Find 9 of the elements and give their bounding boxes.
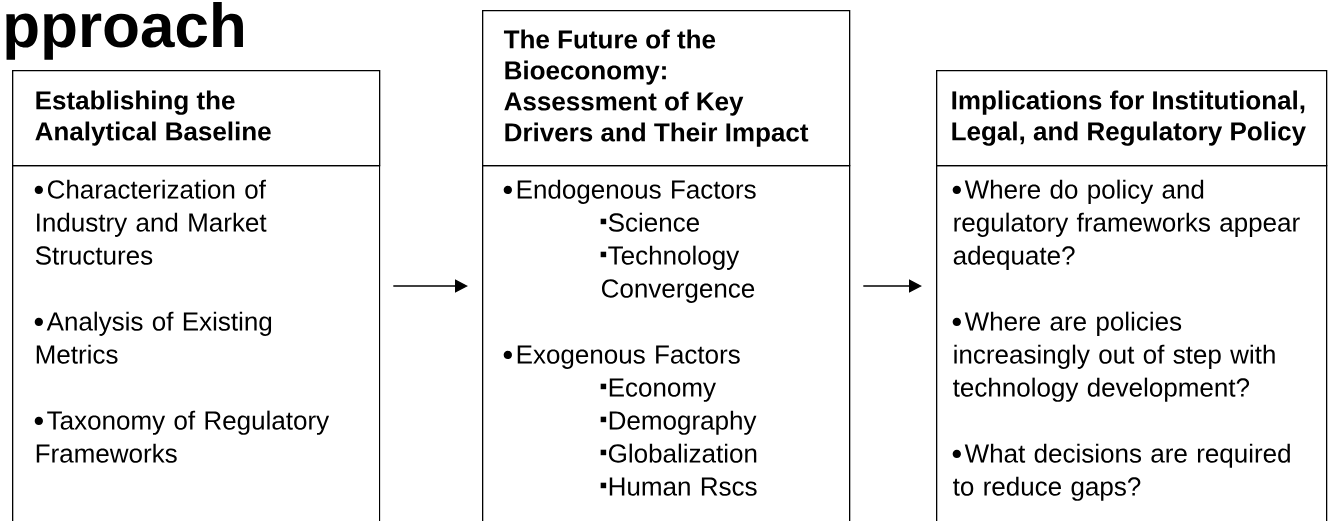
content-box: Where do policy and regulatory frameworks appear adequate? Where are policies increasingly out of step with technology development? What decisions are required to reduce gaps? xyxy=(936,165,1328,521)
heading-box: Establishing the Analytical Baseline xyxy=(12,70,381,167)
content-box: Characterization of Industry and Market Structures Analysis of Existing Metrics Taxonomy of Regulatory Frameworks xyxy=(12,165,381,521)
heading: pproach xyxy=(6,2,243,60)
arrow xyxy=(392,279,468,293)
heading-box: The Future of the Bioeconomy: Assessment of Key Drivers and Their Impact xyxy=(482,10,851,167)
heading-box: Implications for Institutional, Legal, and Regulatory Policy xyxy=(936,70,1328,167)
arrow xyxy=(862,279,922,293)
content-box: Endogenous Factors Science Technology Convergence Exogenous Factors Economy Demography Globalization Human Rscs xyxy=(482,165,851,521)
